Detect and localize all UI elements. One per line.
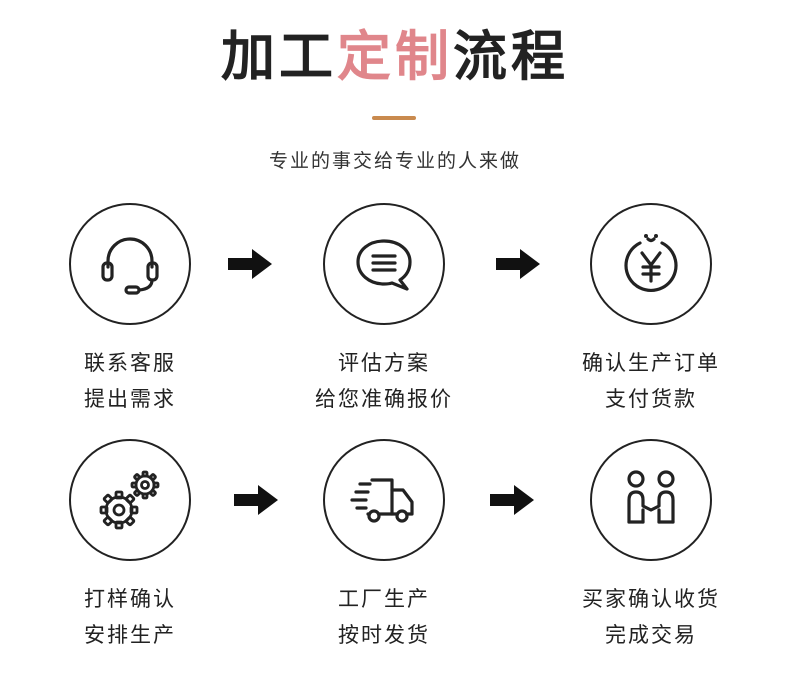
step-label-line2: 完成交易 — [605, 623, 697, 647]
step-circle — [69, 203, 191, 325]
step-contact-service: 联系客服 提出需求 — [30, 203, 230, 417]
title-part-3: 流程 — [453, 25, 569, 88]
step-circle — [323, 203, 445, 325]
gears-icon — [99, 470, 160, 530]
step-label-line2: 按时发货 — [338, 623, 430, 647]
step-label-line1: 确认生产订单 — [582, 351, 720, 375]
step-circle — [590, 203, 712, 325]
step-label-line1: 联系客服 — [84, 351, 176, 375]
title-divider — [372, 116, 416, 120]
arrow-right-icon — [496, 249, 540, 279]
handshake-icon — [627, 470, 675, 524]
step-label-line1: 评估方案 — [338, 351, 430, 375]
step-buyer-confirm: 买家确认收货 完成交易 — [551, 439, 751, 653]
headset-icon — [101, 237, 159, 295]
step-label-line2: 提出需求 — [84, 387, 176, 411]
step-circle — [590, 439, 712, 561]
step-factory-production: 工厂生产 按时发货 — [284, 439, 484, 653]
subtitle: 专业的事交给专业的人来做 — [268, 150, 521, 172]
arrow-right-icon — [234, 485, 278, 515]
step-label-line1: 工厂生产 — [338, 587, 430, 611]
step-label-line2: 安排生产 — [84, 623, 176, 647]
step-sample-confirm: 打样确认 安排生产 — [30, 439, 230, 653]
chat-bubble-icon — [356, 239, 412, 291]
delivery-truck-icon — [350, 478, 414, 523]
step-label-line2: 支付货款 — [605, 387, 697, 411]
step-label-line2: 给您准确报价 — [315, 387, 453, 411]
page-title: 加工定制流程 — [0, 22, 790, 92]
title-part-1: 加工 — [221, 25, 337, 88]
step-label-line1: 打样确认 — [84, 587, 176, 611]
step-circle — [69, 439, 191, 561]
arrow-right-icon — [228, 249, 272, 279]
step-label-line1: 买家确认收货 — [582, 587, 720, 611]
step-confirm-order: 确认生产订单 支付货款 — [551, 203, 751, 417]
yen-coin-icon — [624, 234, 678, 292]
title-part-2: 定制 — [337, 25, 453, 88]
arrow-right-icon — [490, 485, 534, 515]
step-circle — [323, 439, 445, 561]
step-evaluate-plan: 评估方案 给您准确报价 — [284, 203, 484, 417]
